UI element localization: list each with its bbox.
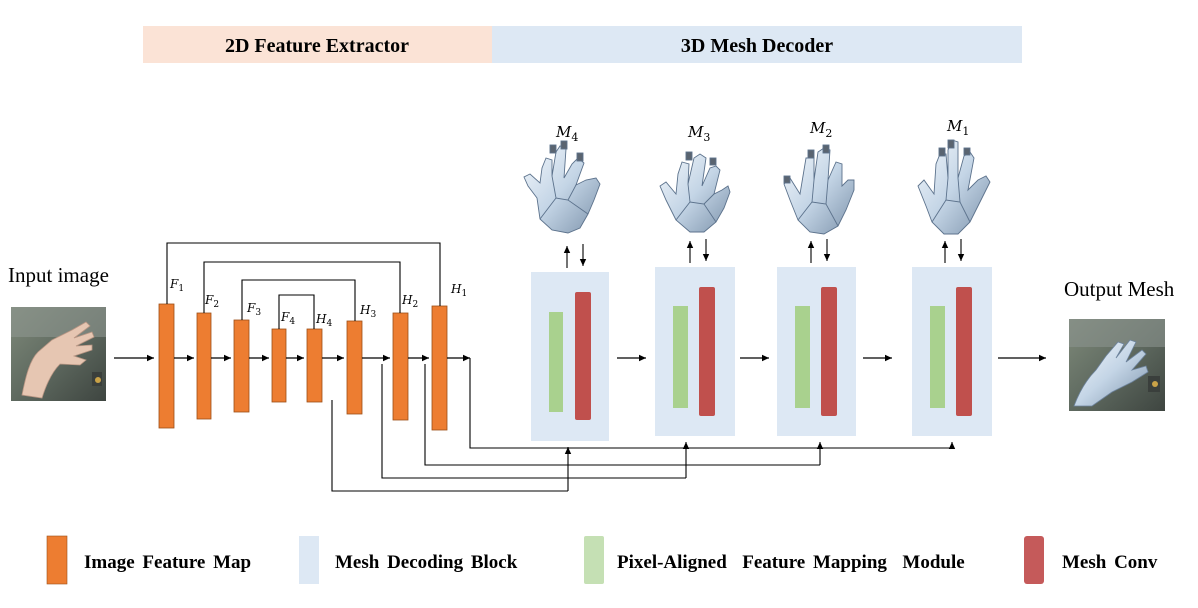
pixel-aligned-module (795, 306, 810, 408)
mesh-io-arrows (563, 239, 965, 268)
decoder-header-bg (492, 26, 1022, 63)
legend-label-mesh-conv: Mesh Conv (1062, 552, 1158, 573)
mesh-labels: M4 M3 M2 M1 (555, 117, 969, 144)
decoding-block-2 (655, 267, 735, 436)
hand-mesh-M4 (523, 140, 601, 234)
feature-map-F4 (271, 328, 287, 403)
legend-swatch-feature-map (46, 535, 68, 585)
feature-map-H3 (346, 320, 363, 415)
feature-map-F1 (158, 303, 175, 429)
label-F1: F1 (169, 277, 184, 294)
hand-mesh-M3 (659, 151, 731, 233)
label-H2: H2 (401, 293, 418, 310)
label-H3: H3 (359, 303, 376, 320)
legend-swatch-mesh-conv (1024, 536, 1044, 584)
decoding-blocks (531, 267, 992, 441)
feature-map-F3 (233, 319, 250, 413)
label-M4: M4 (555, 123, 578, 144)
skip-connections (166, 242, 441, 329)
mesh-conv (575, 292, 591, 420)
pixel-aligned-module (930, 306, 945, 408)
label-H1: H1 (450, 282, 467, 299)
label-H4: H4 (315, 312, 332, 329)
hand-mesh-M2 (783, 144, 855, 235)
mesh-conv (699, 287, 715, 416)
label-F2: F2 (204, 293, 219, 310)
input-image-label: Input image (8, 263, 109, 287)
legend-label-feature-map: Image Feature Map (84, 552, 251, 573)
label-M1: M1 (946, 117, 969, 138)
mesh-conv (956, 287, 972, 416)
label-F3: F3 (246, 301, 261, 318)
feature-map-labels: F1 F2 F3 F4 H4 H3 H2 H1 (169, 277, 467, 329)
feature-routing (331, 358, 956, 492)
output-mesh-label: Output Mesh (1064, 277, 1175, 301)
legend-swatch-pixel-aligned (584, 536, 604, 584)
decoding-block-3 (777, 267, 856, 436)
feature-map-H2 (392, 312, 409, 421)
feature-map-F2 (196, 312, 212, 420)
label-M3: M3 (687, 123, 710, 144)
feature-map-H4 (306, 328, 323, 403)
mesh-conv (821, 287, 837, 416)
feature-maps (158, 303, 448, 431)
decoding-block-1 (531, 272, 609, 441)
hand-mesh-M1 (917, 139, 991, 235)
decoder-header-label: 3D Mesh Decoder (681, 35, 833, 57)
legend-label-pixel-aligned: Pixel-Aligned Feature Mapping Module (617, 552, 965, 573)
input-image (11, 307, 106, 401)
label-M2: M2 (809, 119, 832, 140)
extractor-header-bg (143, 26, 492, 63)
decoding-block-4 (912, 267, 992, 436)
legend-label-decoding-block: Mesh Decoding Block (335, 552, 518, 573)
legend: Image Feature Map Mesh Decoding Block Pi… (46, 535, 1158, 585)
feature-map-H1 (431, 305, 448, 431)
output-mesh-image (1069, 319, 1165, 411)
extractor-header-label: 2D Feature Extractor (225, 35, 409, 57)
pixel-aligned-module (549, 312, 563, 412)
legend-swatch-decoding-block (299, 536, 319, 584)
label-F4: F4 (280, 310, 295, 327)
pixel-aligned-module (673, 306, 688, 408)
header-bar: 2D Feature Extractor 3D Mesh Decoder (143, 26, 1022, 63)
